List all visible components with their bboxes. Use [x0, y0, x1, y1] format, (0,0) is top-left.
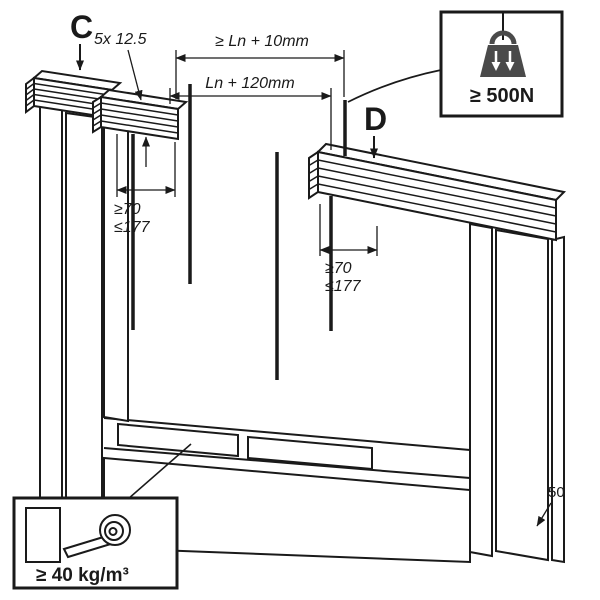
right-insulation-panel — [495, 228, 549, 562]
callout-d: D — [364, 101, 387, 159]
dimension-lintel: Ln + 120mm — [169, 75, 332, 150]
insulation-strip-left — [117, 422, 239, 458]
rail-d-end-face — [308, 150, 319, 200]
roll-mid — [104, 521, 124, 541]
load-value: ≥ 500N — [470, 85, 534, 107]
lintel-laminations — [100, 102, 179, 134]
insulation-roll-icon — [62, 514, 131, 559]
screw-spec-leader — [127, 49, 143, 101]
right-wall-segment — [469, 222, 565, 564]
lintel-pack — [92, 88, 189, 141]
rail-c-end-laminations — [25, 82, 35, 107]
rail-d — [308, 142, 567, 242]
lintel-front-face — [100, 95, 179, 141]
rail-d-laminations — [317, 159, 557, 233]
wall-end-face — [551, 235, 565, 564]
weight-icon — [480, 12, 526, 77]
wall-frame — [25, 69, 567, 564]
weight-body — [480, 45, 526, 77]
roll-core — [108, 527, 118, 536]
weight-handle — [489, 30, 517, 45]
bottom-track-mid-edge — [103, 447, 471, 479]
right-offset-min: ≥70 — [325, 260, 352, 277]
label-c: C — [70, 9, 93, 45]
left-inner-stud — [103, 124, 129, 423]
left-offset-max: ≤177 — [114, 219, 151, 236]
lintel-end-face — [92, 95, 102, 134]
annotations: C D 5x 12.5 ≥ Ln + 10mm Ln + 120mm — [70, 9, 565, 527]
bottom-track-top-edge — [103, 417, 471, 451]
legend-pointer — [127, 443, 192, 500]
bottom-track — [62, 417, 471, 564]
dimension-right-offset: ≥70 ≤177 — [319, 204, 378, 295]
left-offset-min: ≥70 — [114, 201, 141, 218]
rail-d-front-face — [317, 150, 557, 242]
callout-screw-spec: 5x 12.5 — [94, 31, 150, 167]
dimension-left-offset: ≥70 ≤177 — [114, 134, 176, 236]
screw-spec-text: 5x 12.5 — [94, 31, 147, 48]
load-badge-pointer — [347, 69, 442, 103]
thickness-text: 50 — [548, 484, 565, 501]
thickness-leader — [536, 502, 552, 527]
down-arrows-icon — [491, 51, 515, 71]
insulation-swatch — [25, 507, 61, 563]
load-requirement-badge: ≥ 500N — [347, 10, 564, 118]
left-outer-stud — [39, 104, 63, 550]
label-d: D — [364, 101, 387, 137]
gap-dim-text: ≥ Ln + 10mm — [215, 33, 309, 50]
dimension-gap: ≥ Ln + 10mm — [175, 33, 345, 99]
lintel-end-laminations — [92, 102, 102, 127]
callout-thickness: 50 — [536, 484, 565, 527]
insulation-legend: ≥ 40 kg/m³ — [12, 443, 192, 590]
lintel-dim-text: Ln + 120mm — [205, 75, 294, 92]
right-offset-max: ≤177 — [325, 278, 362, 295]
rail-d-end-laminations — [308, 159, 319, 191]
insulation-strip-right — [247, 435, 373, 471]
callout-c: C — [70, 9, 93, 71]
left-insulation-panel — [65, 111, 103, 538]
right-inner-stud — [469, 222, 493, 558]
density-value: ≥ 40 kg/m³ — [36, 565, 129, 586]
